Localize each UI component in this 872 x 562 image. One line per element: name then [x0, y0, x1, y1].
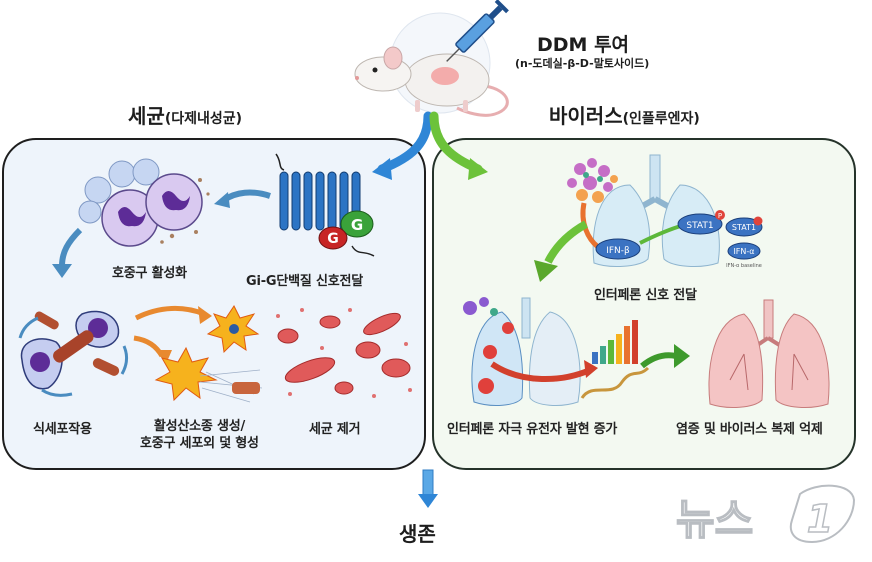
- interferon-signaling-illustration: IFN-β STAT1 P STAT1 IFN-α IFN-α baseline: [560, 154, 763, 273]
- phagocytosis-label: 식세포작용: [33, 422, 92, 437]
- isg-expression-illustration: [462, 297, 652, 408]
- gpcr-receptor-illustration: G G: [272, 152, 382, 262]
- bacteria-cleared-illustration: [270, 300, 415, 404]
- bacteria-heading-sub: (다제내성균): [164, 111, 243, 127]
- interferon-signaling-label: 인터페론 신호 전달: [594, 288, 697, 303]
- bacteria-cleared-label: 세균 제거: [309, 422, 361, 437]
- news1-watermark: 뉴스 1: [675, 482, 866, 546]
- ros-net-label: 활성산소종 생성/ 호중구 세포외 덫 형성: [140, 418, 259, 452]
- arrow-to-isg-icon: [528, 220, 590, 282]
- isg-expression-label: 인터페론 자극 유전자 발현 증가: [447, 422, 618, 437]
- treatment-title: DDM 투여: [537, 34, 630, 56]
- svg-text:P: P: [718, 212, 722, 220]
- virus-heading-main: 바이러스: [549, 104, 623, 128]
- virus-panel: [432, 138, 856, 470]
- stat1-marker-b: STAT1: [732, 223, 756, 232]
- arrow-to-phagocytosis-icon: [48, 227, 84, 280]
- g-protein-letter-2: G: [327, 231, 339, 247]
- virus-heading: 바이러스(인플루엔자): [549, 100, 700, 129]
- gpcr-signaling-label: Gi-G단백질 신호전달: [246, 274, 364, 289]
- virus-heading-sub: (인플루엔자): [622, 111, 700, 127]
- treatment-subtitle: (n-도데실-β-D-말토사이드): [515, 57, 650, 70]
- bacteria-heading: 세균(다제내성균): [128, 100, 242, 129]
- phagocytosis-illustration: [12, 298, 142, 402]
- bacteria-heading-main: 세균: [128, 104, 165, 128]
- ifn-beta-marker: IFN-β: [606, 246, 630, 256]
- watermark-number: 1: [807, 497, 833, 541]
- ros-net-label-line2: 호중구 세포외 덫 형성: [140, 436, 259, 451]
- arrow-to-healthy-lungs-icon: [640, 342, 692, 372]
- reduced-inflammation-label: 염증 및 바이러스 복제 억제: [676, 422, 823, 437]
- survival-arrow-icon: [418, 469, 438, 510]
- ros-net-illustration: [130, 298, 270, 404]
- neutrophil-cluster-illustration: [70, 158, 220, 255]
- syringe-icon: [446, 0, 509, 62]
- g-protein-letter-1: G: [351, 216, 363, 234]
- watermark-text: 뉴스: [676, 495, 753, 544]
- ifn-alpha-marker: IFN-α: [733, 247, 754, 256]
- mouse-illustration: [345, 0, 525, 118]
- survival-label: 생존: [399, 522, 436, 546]
- arrow-to-neutrophil-icon: [212, 186, 272, 212]
- stat1-marker-a: STAT1: [686, 221, 713, 231]
- ifn-alpha-baseline-note: IFN-α baseline: [726, 263, 762, 269]
- reduced-inflammation-lungs-illustration: [700, 299, 840, 410]
- split-arrow-icon: [370, 111, 490, 184]
- neutrophil-activation-label: 호중구 활성화: [112, 266, 187, 281]
- ros-net-label-line1: 활성산소종 생성/: [153, 419, 246, 434]
